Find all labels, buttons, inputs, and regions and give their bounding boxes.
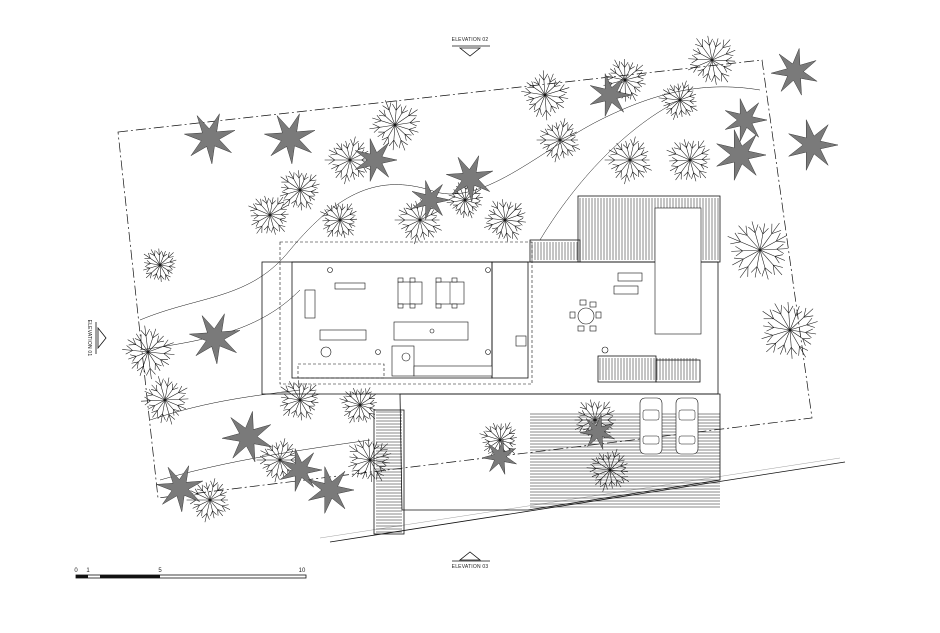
sofa-left: [304, 289, 316, 319]
deciduous-tree-icon: [586, 448, 630, 492]
tree-canopy-group: [122, 35, 818, 523]
deciduous-tree-icon: [479, 422, 517, 459]
interior-stair: [297, 363, 385, 379]
sofa-bottom: [319, 329, 367, 341]
deciduous-tree-icon: [521, 70, 570, 121]
deciduous-tree-icon: [536, 118, 581, 163]
scale-tick-10: 10: [299, 568, 306, 574]
palm-tree-icon: [446, 155, 494, 202]
elevation-bottom-label: ELEVATION 03: [452, 564, 489, 570]
palm-tree-icon: [411, 180, 451, 220]
exterior-stair: [373, 409, 405, 535]
elevation-top-label: ELEVATION 02: [452, 37, 489, 43]
deciduous-tree-icon: [658, 80, 698, 120]
sun-lounger-1: [617, 272, 643, 282]
bathroom: [391, 345, 415, 377]
kitchen-counter: [413, 365, 493, 377]
deciduous-tree-icon: [279, 380, 320, 421]
deciduous-tree-icon: [484, 199, 526, 242]
scale-bar: 0 1 5 10: [74, 568, 307, 579]
dining-table-1: [397, 277, 423, 309]
elevation-marker-bottom: ELEVATION 03: [452, 551, 490, 570]
elevation-left-label: ELEVATION 01: [86, 320, 92, 357]
deciduous-tree-icon: [140, 376, 189, 425]
scale-tick-0: 0: [74, 568, 78, 574]
dining-table-2: [435, 277, 465, 309]
car-1: [639, 397, 663, 455]
road-edge-outer: [329, 461, 846, 543]
palm-tree-icon: [716, 129, 767, 181]
palm-tree-icon: [725, 98, 768, 142]
sun-lounger-2: [613, 285, 639, 295]
deciduous-tree-icon: [603, 58, 647, 102]
palm-tree-icon: [770, 48, 818, 96]
palm-tree-icon: [355, 138, 398, 182]
deciduous-tree-icon: [339, 387, 377, 424]
deciduous-tree-icon: [604, 136, 652, 185]
deciduous-tree-icon: [279, 170, 320, 211]
deciduous-tree-icon: [369, 100, 420, 151]
palm-tree-icon: [481, 439, 517, 475]
scale-tick-5: 5: [158, 568, 162, 574]
access-path-5: [539, 99, 681, 241]
column-4: [375, 349, 381, 355]
deciduous-tree-icon: [348, 438, 392, 483]
deciduous-tree-icon: [320, 202, 358, 239]
deciduous-tree-icon: [143, 248, 177, 282]
deciduous-tree-icon: [727, 221, 788, 280]
kitchen-wall: [491, 261, 529, 379]
deciduous-tree-icon: [761, 302, 818, 359]
palm-tree-icon: [264, 113, 316, 164]
scale-tick-1: 1: [86, 568, 90, 574]
covered-roof-outline: [279, 241, 533, 385]
outdoor-dining-set: [569, 299, 602, 332]
deciduous-tree-icon: [666, 139, 711, 182]
deciduous-tree-icon: [122, 325, 175, 380]
elevation-marker-left: ELEVATION 01: [86, 320, 107, 357]
palm-tree-icon: [308, 466, 355, 514]
column-2: [485, 267, 491, 273]
palm-tree-icon: [788, 119, 839, 171]
access-path-3: [149, 389, 301, 421]
deciduous-tree-icon: [324, 136, 372, 185]
driveway: [399, 393, 721, 511]
elevation-marker-top: ELEVATION 02: [452, 37, 490, 57]
deciduous-tree-icon: [186, 478, 231, 523]
swimming-pool: [654, 207, 702, 335]
deciduous-tree-icon: [248, 195, 289, 235]
palm-tree-icon: [221, 411, 273, 463]
palm-tree-icon: [280, 448, 323, 492]
palm-tree-icon: [156, 465, 204, 512]
column-1: [327, 267, 333, 273]
palm-tree-icon: [579, 414, 615, 450]
coffee-table: [334, 282, 366, 290]
column-3: [485, 349, 491, 355]
palm-group: [156, 48, 839, 514]
deciduous-tree-icon: [446, 182, 483, 219]
palm-tree-icon: [590, 73, 633, 117]
palm-tree-icon: [189, 313, 241, 364]
armchair: [320, 346, 332, 358]
car-2: [675, 397, 699, 455]
palm-tree-icon: [184, 113, 236, 164]
deciduous-tree-icon: [688, 35, 736, 85]
property-boundary: [117, 59, 813, 499]
